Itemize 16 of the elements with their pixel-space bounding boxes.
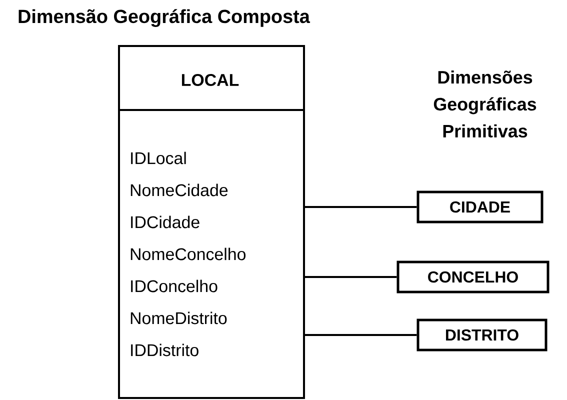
field-name: NomeDistrito [130,312,227,324]
title: Dimensão Geográfica Composta [18,9,310,27]
connector-line [305,206,417,208]
field-name: IDDistrito [131,344,198,356]
field-name: IDCidade [131,216,200,228]
connector-line [305,334,417,336]
connector-line [305,276,397,278]
entity-box: DISTRITO [416,318,548,352]
table-box: LOCAL IDLocal NomeCidade IDCidade NomeConcelho IDConcelho NomeDistrito IDDistrito [118,45,305,399]
heading-label: Dimensões Geográficas Primitivas [434,70,536,138]
field-name: NomeCidade [130,184,228,196]
field-name: NomeConcelho [130,248,246,260]
field-name: IDConcelho [131,280,218,292]
field-name: IDLocal [131,152,186,164]
entity-box: CIDADE [416,190,544,224]
entity-box: CONCELHO [396,260,550,294]
